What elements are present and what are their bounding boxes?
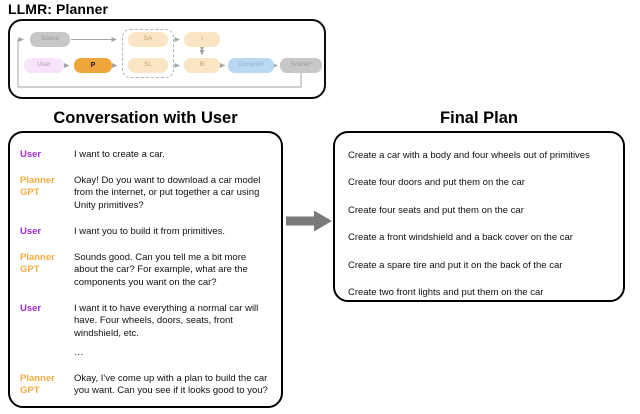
plan-step: Create two front lights and put them on …: [348, 286, 544, 298]
message: Planner GPT Okay! Do you want to downloa…: [20, 175, 281, 213]
speaker-label: User: [20, 149, 42, 160]
node-scene-analyzer: SA: [128, 32, 168, 47]
flow-arrows: [17, 36, 302, 88]
node-scene: Scene: [30, 32, 70, 47]
speaker-label: Planner GPT: [20, 251, 55, 276]
plan-step: Create a front windshield and a back cov…: [348, 232, 573, 244]
plan-step: Create a car with a body and four wheels…: [348, 150, 590, 161]
message: User I want to create a car.: [20, 149, 281, 162]
conversation-panel: User I want to create a car. Planner GPT…: [8, 131, 283, 408]
speaker-label: User: [20, 225, 42, 237]
message: Planner GPT Okay, I've come up with a pl…: [20, 373, 281, 398]
final-plan-panel: Create a car with a body and four wheels…: [333, 131, 625, 302]
plan-step: Create a spare tire and put it on the ba…: [348, 259, 563, 271]
message-text-body: I want it to have everything a normal ca…: [74, 302, 259, 340]
node-builder: B: [184, 58, 220, 73]
message-text: I want it to have everything a normal ca…: [74, 303, 271, 360]
speaker-label: User: [20, 302, 42, 314]
conversation-heading: Conversation with User: [53, 109, 238, 127]
message-text: I want to create a car.: [74, 149, 165, 160]
final-plan-heading: Final Plan: [440, 109, 518, 127]
message-text: Okay! Do you want to download a car mode…: [74, 174, 261, 212]
figure-title: LLMR: Planner: [8, 1, 109, 17]
ellipsis: …: [74, 346, 85, 358]
feedback-arrow-icon: [17, 36, 302, 88]
node-inspector: I: [184, 32, 220, 47]
message: User I want it to have everything a norm…: [20, 303, 281, 360]
speaker-label: Planner GPT: [20, 372, 55, 397]
speaker-label: Planner GPT: [20, 174, 55, 199]
message-text: I want you to build it from primitives.: [74, 225, 225, 237]
plan-step: Create four doors and put them on the ca…: [348, 177, 525, 189]
plan-arrow-icon: [286, 210, 332, 232]
plan-step: Create four seats and put them on the ca…: [348, 204, 524, 216]
node-planner: P: [74, 58, 112, 73]
sa-sl-group: [122, 29, 174, 78]
message: User I want you to build it from primiti…: [20, 226, 281, 239]
node-user: User: [24, 58, 64, 73]
message-text: Sounds good. Can you tell me a bit more …: [74, 251, 248, 289]
node-compiler: Compiler: [228, 58, 274, 73]
message-text: Okay, I've come up with a plan to build …: [74, 372, 268, 397]
message: Planner GPT Sounds good. Can you tell me…: [20, 252, 281, 290]
planner-architecture-diagram: Scene User P SA SL I B Compiler Scene*: [8, 19, 326, 99]
node-skill-library: SL: [128, 58, 168, 73]
node-scene-star: Scene*: [280, 58, 322, 73]
